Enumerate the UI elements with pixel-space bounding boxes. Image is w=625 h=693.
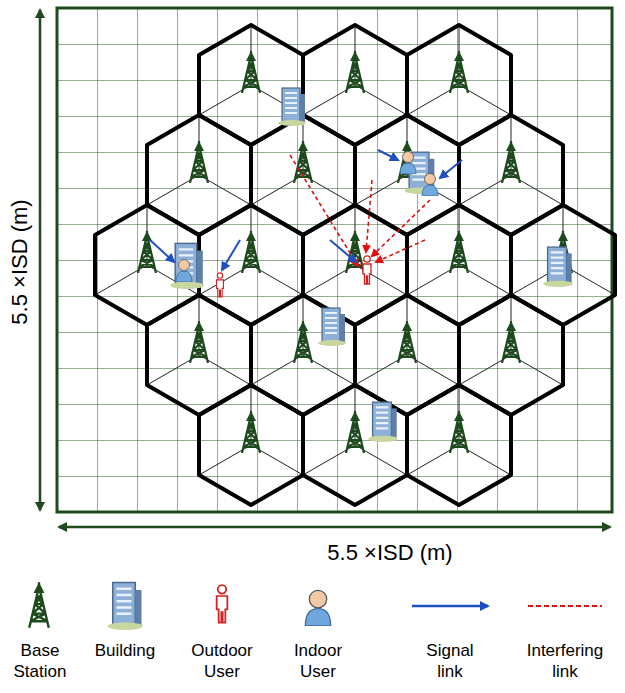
dimension-label: 5.5 ×ISD (m) [327, 540, 452, 566]
base-station-icon [450, 231, 468, 273]
sector-line [147, 115, 251, 205]
sector-line [355, 295, 459, 385]
base-station-icon [294, 141, 312, 183]
cell-hexagon [355, 295, 459, 415]
sector-line [511, 205, 615, 295]
cell-hexagon [459, 295, 563, 415]
sector-line [407, 25, 511, 115]
cell-hexagon [147, 115, 251, 235]
base-station-icon [294, 321, 312, 363]
base-station-icon [398, 321, 416, 363]
cell-hexagon [199, 385, 303, 505]
sector-line [251, 115, 355, 205]
sector-line [303, 205, 407, 295]
base-station-icon [242, 231, 260, 273]
base-station-icon [450, 411, 468, 453]
base-station-icon [450, 51, 468, 93]
cell-hexagon [511, 205, 615, 325]
cell-hexagon [199, 25, 303, 145]
cell-hexagon [303, 25, 407, 145]
base-station-icon [190, 141, 208, 183]
cell-hexagon [303, 385, 407, 505]
base-station-icon [242, 411, 260, 453]
cell-hexagon [251, 295, 355, 415]
cell-hexagon [303, 205, 407, 325]
sector-line [199, 205, 303, 295]
sector-line [303, 25, 407, 115]
sector-line [251, 295, 355, 385]
cell-hexagon [407, 205, 511, 325]
sector-line [407, 205, 511, 295]
legend-label: Signal link [426, 640, 473, 682]
sector-line [459, 115, 563, 205]
legend-label: Interfering link [527, 640, 604, 682]
legend-label: Base Station [14, 640, 67, 682]
dimension-label: 5.5 ×ISD (m) [7, 199, 33, 324]
cell-hexagon [407, 385, 511, 505]
base-station-icon [346, 411, 364, 453]
sector-line [199, 385, 303, 475]
cell-hexagon [199, 205, 303, 325]
legend-label: Building [95, 640, 156, 661]
legend-label: Outdoor User [191, 640, 252, 682]
legend-label: Indoor User [294, 640, 342, 682]
sector-line [407, 385, 511, 475]
cell-hexagon [459, 115, 563, 235]
base-station-icon [242, 51, 260, 93]
base-station-icon [502, 141, 520, 183]
cell-hexagon [147, 295, 251, 415]
cell-hexagon [407, 25, 511, 145]
sector-line [303, 385, 407, 475]
cell-hexagon [95, 205, 199, 325]
base-station-icon [502, 321, 520, 363]
base-station-icon [138, 231, 156, 273]
sector-line [355, 115, 459, 205]
sector-line [147, 295, 251, 385]
base-station-icon [346, 51, 364, 93]
base-station-icon [190, 321, 208, 363]
sector-line [459, 295, 563, 385]
